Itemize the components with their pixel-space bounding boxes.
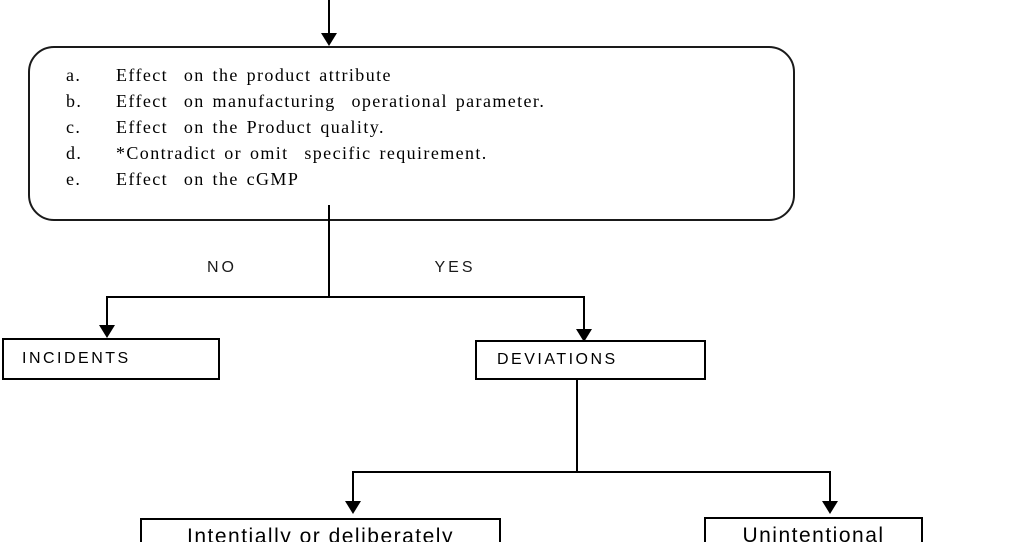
arrow-to-intentional-head-icon bbox=[345, 501, 361, 514]
criteria-item-marker: e. bbox=[66, 169, 82, 189]
deviations-node: DEVIATIONS bbox=[475, 340, 706, 380]
arrow-to-deviations-head-icon bbox=[576, 329, 592, 342]
arrow-to-unintentional-shaft bbox=[829, 472, 831, 502]
criteria-item: e. Effect on the cGMP bbox=[66, 166, 793, 192]
deviations-stem-line bbox=[576, 380, 578, 472]
criteria-item-text: Effect on the cGMP bbox=[116, 169, 300, 189]
outcome-branch-line bbox=[352, 471, 831, 473]
criteria-box: a. Effect on the product attribute b. Ef… bbox=[28, 46, 795, 221]
arrow-to-intentional-shaft bbox=[352, 472, 354, 502]
incoming-arrow-shaft bbox=[328, 0, 330, 34]
intentional-label: Intentially or deliberately bbox=[187, 525, 454, 542]
arrow-to-incidents-head-icon bbox=[99, 325, 115, 338]
criteria-item-marker: c. bbox=[66, 117, 82, 137]
arrow-to-deviations-shaft bbox=[583, 297, 585, 330]
criteria-item: c. Effect on the Product quality. bbox=[66, 114, 793, 140]
criteria-item-text: Effect on the product attribute bbox=[116, 65, 392, 85]
criteria-item-marker: d. bbox=[66, 143, 83, 163]
unintentional-node: Unintentional bbox=[704, 517, 923, 542]
arrow-to-unintentional-head-icon bbox=[822, 501, 838, 514]
criteria-item-text: Effect on the Product quality. bbox=[116, 117, 385, 137]
criteria-item: d. *Contradict or omit specific requirem… bbox=[66, 140, 793, 166]
criteria-item-marker: a. bbox=[66, 65, 82, 85]
criteria-item-text: *Contradict or omit specific requirement… bbox=[116, 143, 488, 163]
yes-branch-label: YES bbox=[434, 259, 476, 276]
incidents-node: INCIDENTS bbox=[2, 338, 220, 380]
criteria-item-text: Effect on manufacturing operational para… bbox=[116, 91, 546, 111]
decision-stem-line bbox=[328, 205, 330, 297]
incoming-arrow-head-icon bbox=[321, 33, 337, 46]
incidents-label: INCIDENTS bbox=[22, 350, 131, 367]
deviations-label: DEVIATIONS bbox=[497, 351, 618, 368]
unintentional-label: Unintentional bbox=[742, 524, 885, 542]
no-branch-label: NO bbox=[207, 259, 237, 276]
intentional-node: Intentially or deliberately bbox=[140, 518, 501, 542]
arrow-to-incidents-shaft bbox=[106, 297, 108, 326]
criteria-item-marker: b. bbox=[66, 91, 83, 111]
criteria-item: a. Effect on the product attribute bbox=[66, 62, 793, 88]
criteria-item: b. Effect on manufacturing operational p… bbox=[66, 88, 793, 114]
decision-branch-line bbox=[106, 296, 585, 298]
